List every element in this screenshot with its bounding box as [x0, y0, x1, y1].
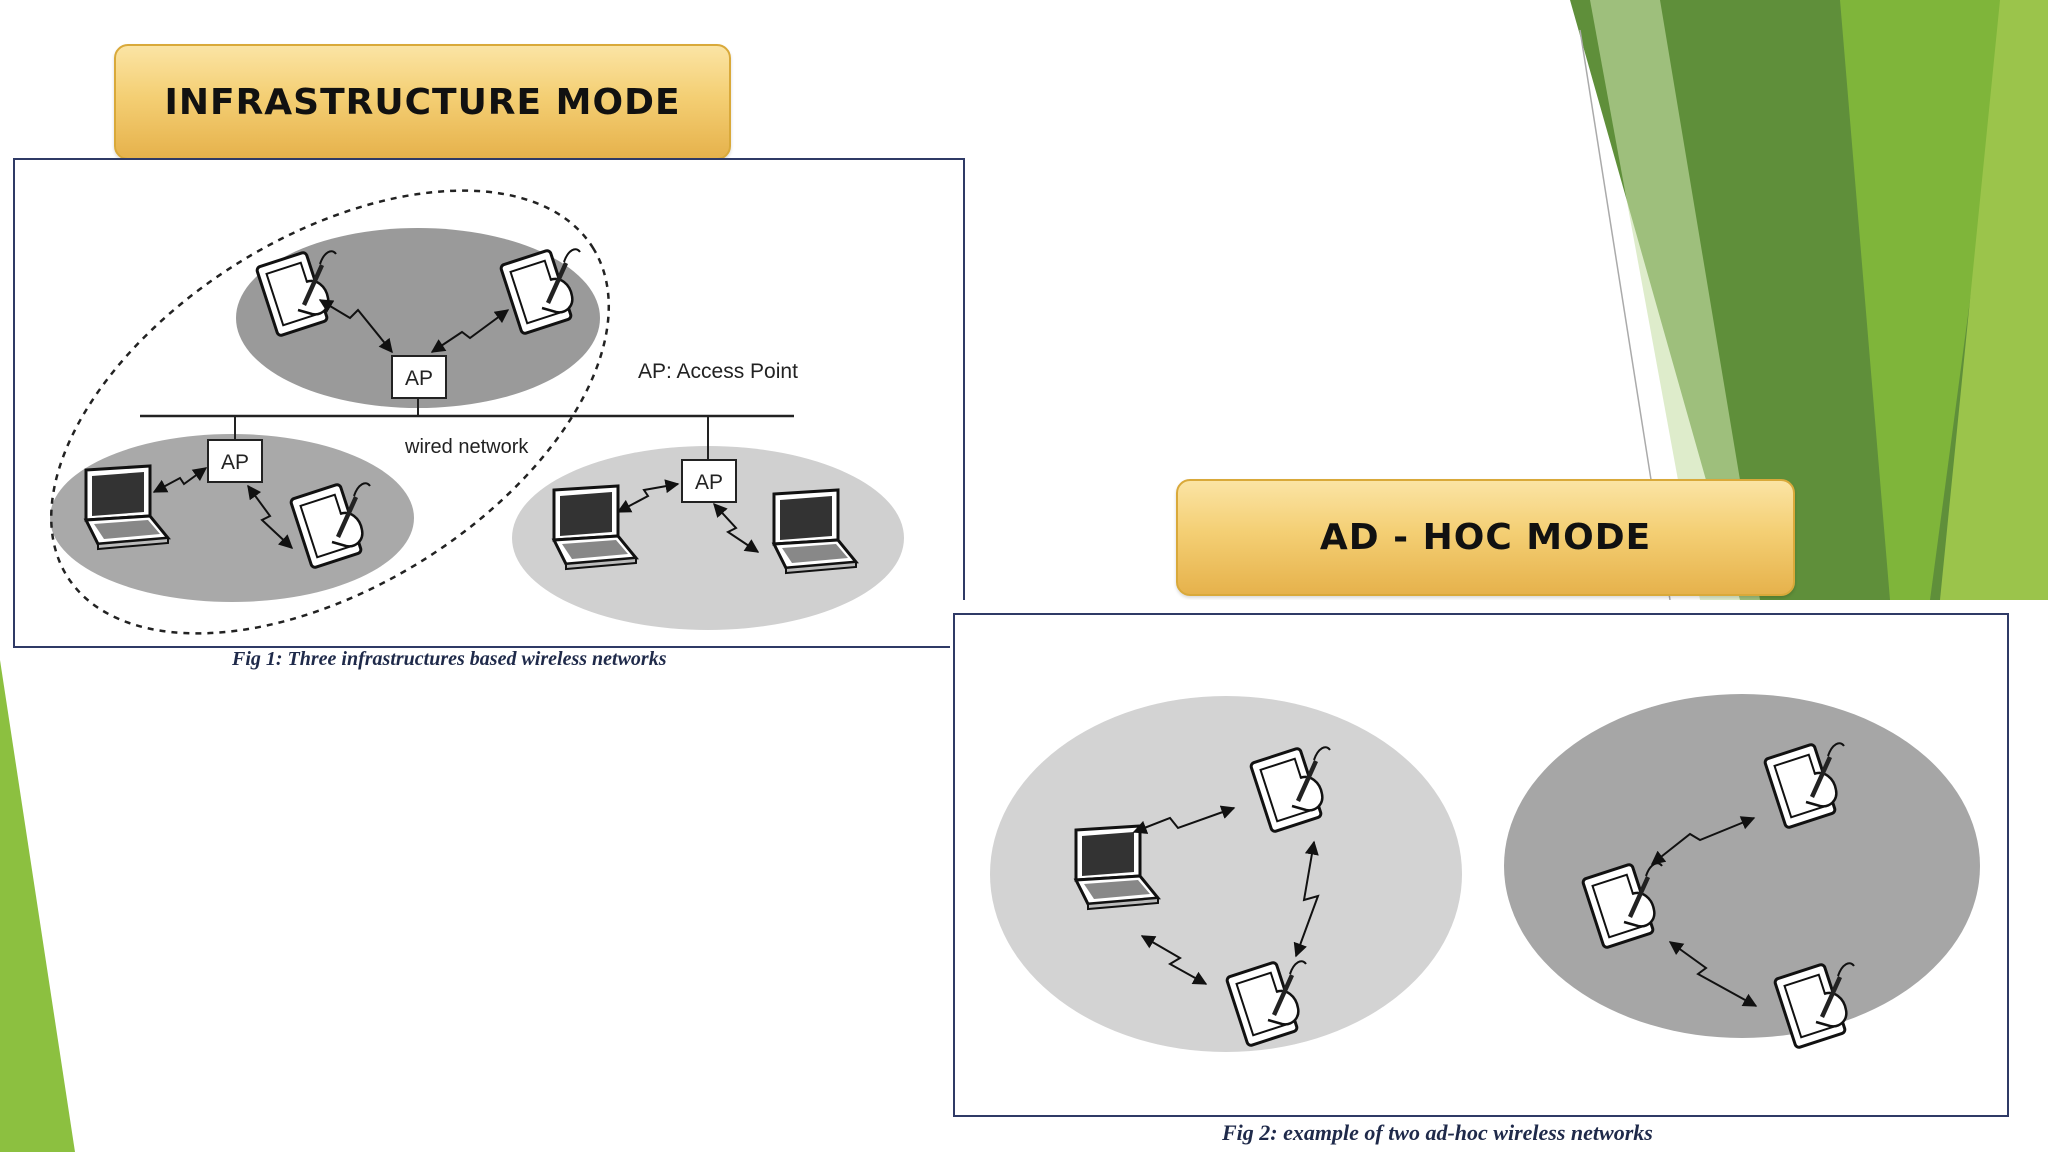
- green-shard-right-3: [1940, 0, 2048, 600]
- wireless-link-icon: [430, 309, 510, 353]
- ap-label-right: AP: [695, 471, 723, 494]
- access-point-legend: AP: Access Point: [638, 360, 798, 383]
- wireless-link-icon: [616, 479, 680, 513]
- wireless-link-icon: [318, 299, 393, 354]
- adhoc-cell-left: [990, 696, 1462, 1052]
- figure-1-caption: Fig 1: Three infrastructures based wirel…: [232, 648, 667, 670]
- wired-network-label: wired network: [404, 436, 529, 458]
- green-shard-left: [0, 660, 75, 1152]
- wireless-link-icon: [247, 484, 294, 549]
- wireless-link-icon: [1132, 805, 1236, 834]
- dashed-enclosure: [49, 189, 611, 635]
- wireless-link-icon: [713, 502, 760, 553]
- wireless-link-icon: [1668, 941, 1758, 1007]
- access-point-icon: AP: [207, 439, 263, 483]
- infrastructure-figure: AP AP AP AP: Access Point wired network: [13, 158, 965, 648]
- ap-label-left: AP: [221, 451, 249, 474]
- figure-2-caption: Fig 2: example of two ad-hoc wireless ne…: [1222, 1120, 1653, 1145]
- adhoc-mode-heading: AD - HOC MODE: [1176, 479, 1795, 596]
- green-shard-right-2: [1840, 0, 2010, 600]
- adhoc-figure: [950, 600, 2016, 1120]
- access-point-icon: AP: [391, 355, 447, 399]
- adhoc-cell-right: [1504, 694, 1980, 1038]
- wireless-link-icon: [1140, 935, 1208, 985]
- access-point-icon: AP: [681, 459, 737, 503]
- wireless-link-icon: [1650, 816, 1756, 865]
- ap-label-top: AP: [405, 367, 433, 390]
- wireless-link-icon: [152, 467, 208, 493]
- green-shard-right-4: [1590, 0, 1760, 600]
- wireless-link-icon: [1293, 840, 1320, 958]
